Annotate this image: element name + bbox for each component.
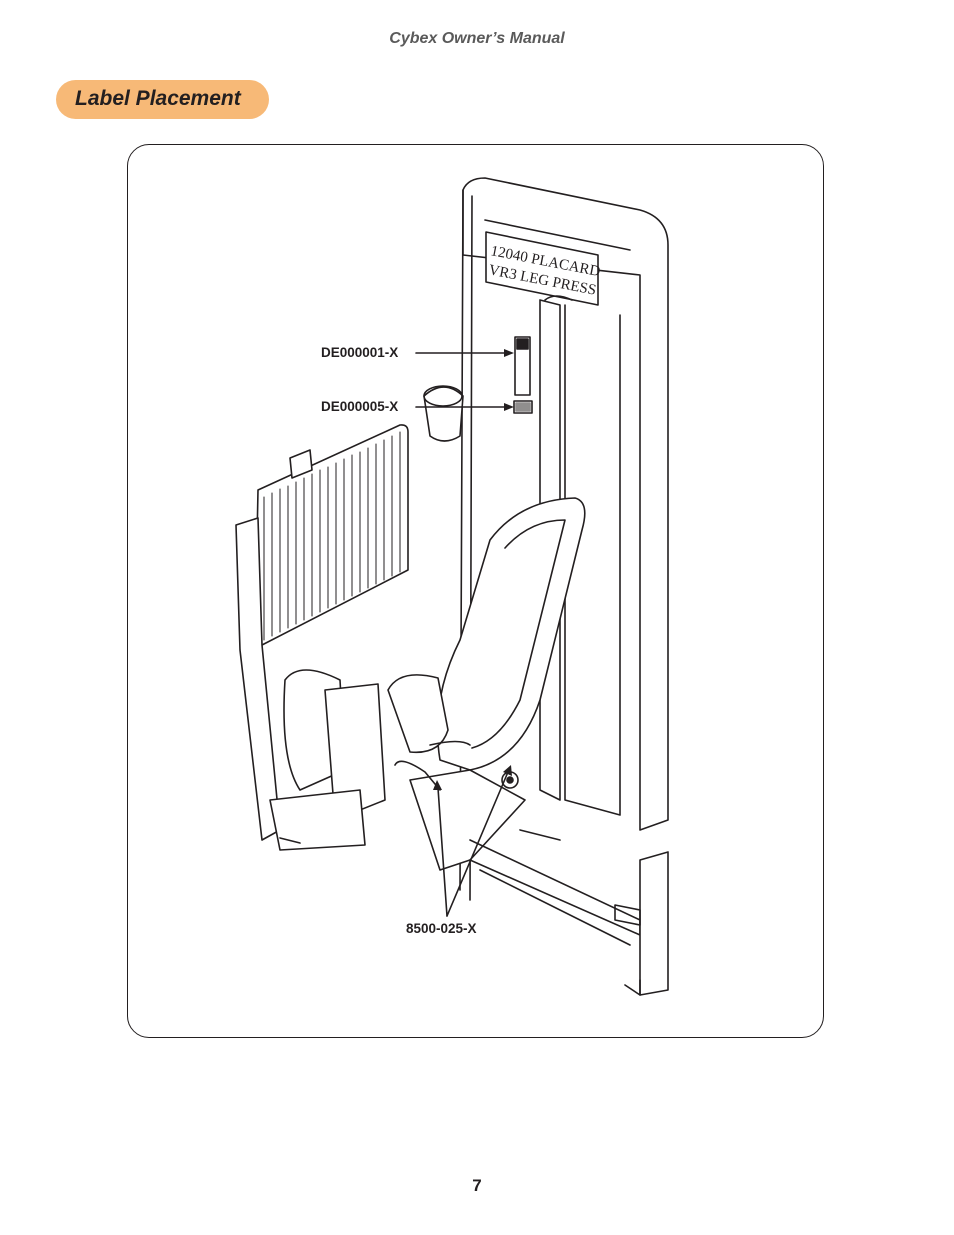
section-title: Label Placement: [75, 87, 241, 110]
callout-label-de000001: DE000001-X: [321, 345, 399, 360]
callout-label-de000005: DE000005-X: [321, 399, 399, 414]
section-title-badge: Label Placement: [56, 80, 269, 119]
running-header: Cybex Owner’s Manual: [389, 30, 565, 47]
callout-label-8500-025: 8500-025-X: [406, 921, 477, 936]
page-number: 7: [472, 1176, 482, 1195]
figure-frame: [127, 144, 824, 1038]
